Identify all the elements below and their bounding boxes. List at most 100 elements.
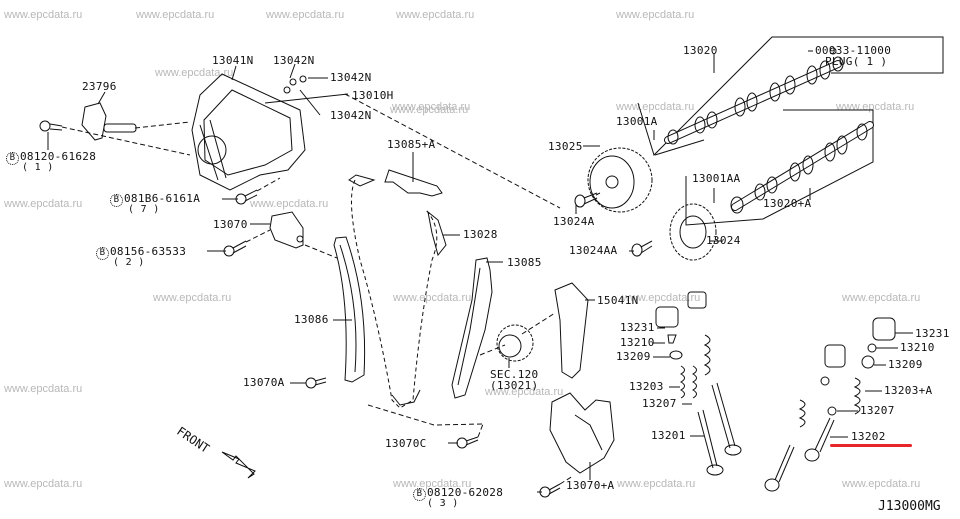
part-label-13070[interactable]: 13070: [213, 218, 248, 231]
camshaft-13020: [664, 56, 844, 145]
sensor-23796: [81, 102, 137, 141]
valve-assembly-right: [764, 317, 896, 492]
part-label-13024[interactable]: 13024: [706, 234, 741, 247]
tensioner-bracket-13070plusA: [549, 392, 615, 474]
bolt-08120-62028: [539, 483, 561, 498]
part-number: 08120-61628: [20, 150, 97, 163]
bolt-marker-icon: B: [96, 247, 109, 260]
part-label-13041N[interactable]: 13041N: [212, 54, 254, 67]
watermark: www.epcdata.ru: [842, 292, 921, 304]
part-label-13010H[interactable]: 13010H: [352, 89, 394, 102]
bolt-08156-63533: [223, 240, 247, 257]
part-label-13207[interactable]: 13207: [642, 397, 677, 410]
part-label-13070plusA[interactable]: 13070+A: [566, 479, 615, 492]
part-label-13202[interactable]: 13202: [851, 430, 886, 443]
watermark: www.epcdata.ru: [616, 9, 695, 21]
part-quantity: ( 1 ): [22, 162, 54, 173]
part-label-13025[interactable]: 13025: [548, 140, 583, 153]
watermark: www.epcdata.ru: [396, 9, 475, 21]
crank-sprocket: [496, 324, 534, 362]
part-label-13209[interactable]: 13209: [888, 358, 923, 371]
label-leaders: [47, 50, 913, 493]
part-label-13085plusA[interactable]: 13085+A: [387, 138, 436, 151]
part-label-13231[interactable]: 13231: [620, 321, 655, 334]
part-label-13042N[interactable]: 13042N: [273, 54, 315, 67]
watermark: www.epcdata.ru: [616, 101, 695, 113]
plug-00933-11000: [829, 47, 837, 55]
highlight-underline-13202: [830, 444, 912, 447]
sprocket-13025: [587, 147, 653, 213]
watermark: www.epcdata.ru: [136, 9, 215, 21]
camshaft-13020-box: [637, 36, 944, 156]
part-label-00933-11000[interactable]: 00933-11000: [815, 44, 892, 57]
bolt-marker-icon: B: [6, 152, 19, 165]
part-number: 08156-63533: [110, 245, 187, 258]
bolt-081B6-6161A: [235, 189, 258, 205]
watermark: www.epcdata.ru: [842, 478, 921, 490]
part-label-13028[interactable]: 13028: [463, 228, 498, 241]
section-ref-label[interactable]: SEC.120: [490, 368, 539, 381]
bolt-13024A: [574, 192, 598, 208]
part-label-13020plusA[interactable]: 13020+A: [763, 197, 812, 210]
watermark: www.epcdata.ru: [155, 67, 234, 79]
part-label-13024A[interactable]: 13024A: [553, 215, 595, 228]
camshaft-13020plusA-box: [685, 109, 874, 226]
part-label-13210[interactable]: 13210: [620, 336, 655, 349]
part-label-13203plusA[interactable]: 13203+A: [884, 384, 933, 397]
part-label-15041N[interactable]: 15041N: [597, 294, 639, 307]
part-label-13209[interactable]: 13209: [616, 350, 651, 363]
bolt-marker-icon: B: [413, 488, 426, 501]
part-label-13001AA[interactable]: 13001AA: [692, 172, 741, 185]
watermark: www.epcdata.ru: [4, 198, 83, 210]
part-label-plug: PLUG( 1 ): [825, 55, 888, 68]
part-label-13042N[interactable]: 13042N: [330, 109, 372, 122]
part-label-23796[interactable]: 23796: [82, 80, 117, 93]
part-label-13086[interactable]: 13086: [294, 313, 329, 326]
bolt-13070C: [456, 436, 479, 449]
part-label-13070C[interactable]: 13070C: [385, 437, 427, 450]
bolt-13024AA: [631, 240, 653, 257]
part-label-13201[interactable]: 13201: [651, 429, 686, 442]
part-label-13042N[interactable]: 13042N: [330, 71, 372, 84]
valve-assembly-left: [655, 291, 742, 476]
watermark: www.epcdata.ru: [4, 9, 83, 21]
part-label-13085[interactable]: 13085: [507, 256, 542, 269]
oil-pump-chain-15041N: [554, 282, 589, 379]
part-label-13020[interactable]: 13020: [683, 44, 718, 57]
part-number: 081B6-6161A: [124, 192, 201, 205]
watermark: www.epcdata.ru: [266, 9, 345, 21]
part-label-13231[interactable]: 13231: [915, 327, 950, 340]
watermark: www.epcdata.ru: [390, 104, 469, 116]
watermark: www.epcdata.ru: [4, 383, 83, 395]
watermark: www.epcdata.ru: [4, 478, 83, 490]
part-quantity: ( 2 ): [113, 257, 145, 268]
part-label-13207[interactable]: 13207: [860, 404, 895, 417]
part-label-13070A[interactable]: 13070A: [243, 376, 285, 389]
watermark: www.epcdata.ru: [153, 292, 232, 304]
timing-chain-13028: [350, 179, 438, 409]
front-cover-13041N: [191, 73, 306, 191]
seal-13042N: [283, 75, 307, 94]
chain-guide-13085plusA: [384, 169, 443, 197]
sprocket-13024: [669, 203, 717, 261]
bolt-marker-icon: B: [110, 194, 123, 207]
watermark: www.epcdata.ru: [393, 292, 472, 304]
watermark: www.epcdata.ru: [392, 101, 471, 113]
assembly-leaders: [61, 93, 601, 485]
section-ref-part: (13021): [490, 379, 539, 392]
part-label-13024AA[interactable]: 13024AA: [569, 244, 618, 257]
part-label-13001A[interactable]: 13001A: [616, 115, 658, 128]
part-quantity: ( 3 ): [427, 498, 459, 509]
watermark: www.epcdata.ru: [622, 292, 701, 304]
part-number: 08120-62028: [427, 486, 504, 499]
part-label-13210[interactable]: 13210: [900, 341, 935, 354]
watermark: www.epcdata.ru: [250, 198, 329, 210]
part-quantity: ( 7 ): [128, 204, 160, 215]
part-label-13203[interactable]: 13203: [629, 380, 664, 393]
